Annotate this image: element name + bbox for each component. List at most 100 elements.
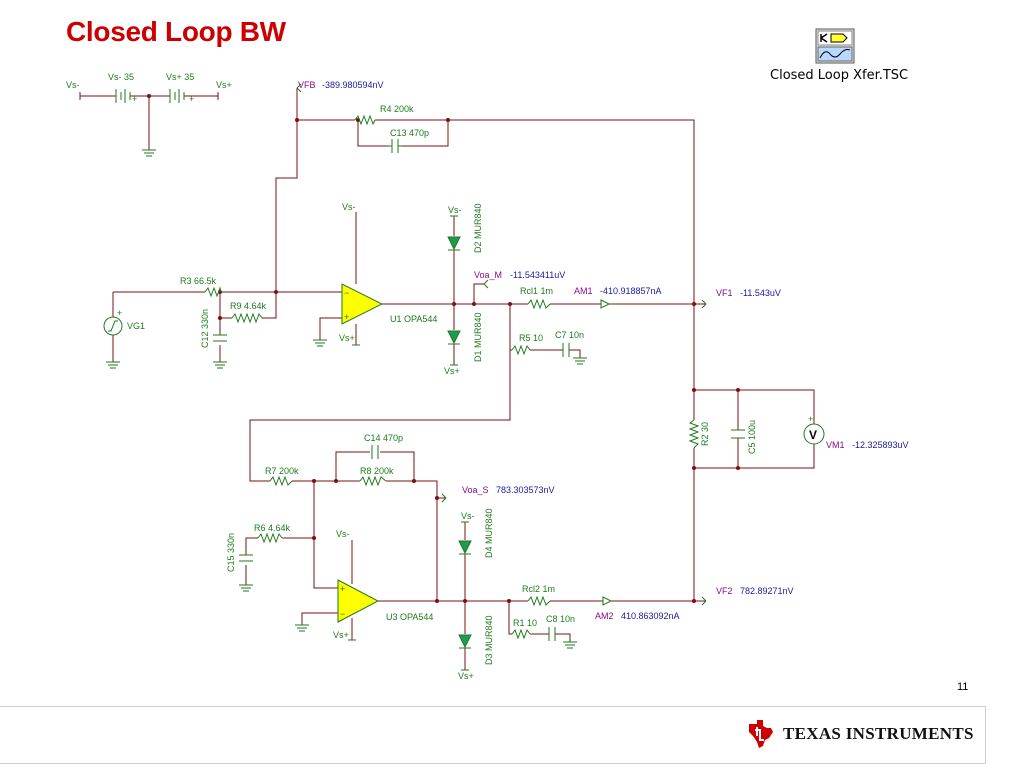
- vg1-source: [103, 316, 123, 336]
- c15-label: C15 330n: [226, 533, 236, 572]
- c8-label: C8 10n: [546, 614, 575, 624]
- voa-s-value: 783.303573nV: [496, 485, 555, 495]
- d3-vs-plus-label: Vs+: [458, 671, 474, 681]
- u1-vs-plus-label: Vs+: [339, 333, 355, 343]
- vs-plus-node-label: Vs+: [216, 80, 232, 90]
- r5-resistor: [511, 344, 531, 356]
- supply-batteries: + +: [79, 89, 219, 157]
- vfb-label: VFB: [298, 80, 316, 90]
- u1-input-wires: [112, 290, 342, 362]
- c7-capacitor: [562, 343, 570, 357]
- r1-resistor: [511, 628, 531, 640]
- u1-opamp: [341, 283, 384, 325]
- r1-label: R1 10: [513, 618, 537, 628]
- r9-resistor: [231, 312, 263, 324]
- footer-bar: [0, 706, 986, 764]
- vm1-label: VM1: [826, 440, 845, 450]
- voa-s-label: Voa_S: [462, 485, 489, 495]
- d1-diode: [447, 330, 461, 345]
- vf2-label: VF2: [716, 586, 733, 596]
- c5-capacitor: [731, 429, 745, 439]
- svg-text:+: +: [132, 94, 137, 104]
- c8-capacitor: [548, 627, 556, 641]
- rcl2-label: Rcl2 1m: [522, 584, 555, 594]
- d2-label: D2 MUR840: [473, 203, 483, 253]
- c13-label: C13 470p: [390, 128, 429, 138]
- load-wires: [692, 388, 815, 600]
- am2-ammeter: [602, 596, 613, 606]
- r6-resistor: [257, 532, 283, 544]
- u3-output-wires: [378, 522, 696, 670]
- r2-label: R2 30: [700, 422, 710, 446]
- r8-label: R8 200k: [360, 466, 394, 476]
- r3-resistor: [204, 286, 222, 298]
- u3-vs-minus-label: Vs-: [336, 529, 350, 539]
- d2-diode: [447, 236, 461, 251]
- rcl1-label: Rcl1 1m: [520, 286, 553, 296]
- d2-vs-minus-label: Vs-: [448, 205, 462, 215]
- r7-resistor: [269, 475, 293, 487]
- rcl1-resistor: [527, 298, 551, 310]
- d1-label: D1 MUR840: [473, 312, 483, 362]
- d4-vs-minus-label: Vs-: [461, 511, 475, 521]
- svg-text:+: +: [340, 584, 345, 594]
- u1-vs-minus-label: Vs-: [342, 202, 356, 212]
- svg-text:−: −: [340, 609, 345, 619]
- vs-plus-battery-label: Vs+ 35: [166, 72, 194, 82]
- svg-text:+: +: [189, 94, 194, 104]
- vfb-value: -389.980594nV: [322, 80, 384, 90]
- vm1-value: -12.325893uV: [852, 440, 909, 450]
- am1-label: AM1: [574, 286, 593, 296]
- c12-label: C12 330n: [200, 309, 210, 348]
- page-number: 11: [957, 681, 969, 693]
- svg-text:−: −: [344, 288, 349, 298]
- voa-m-label: Voa_M: [474, 270, 502, 280]
- u3-opamp: [337, 579, 380, 623]
- am1-ammeter: [600, 299, 611, 309]
- svg-text:+: +: [808, 414, 813, 424]
- r8-resistor: [359, 475, 387, 487]
- d3-label: D3 MUR840: [484, 615, 494, 665]
- r4-label: R4 200k: [380, 104, 414, 114]
- schematic-file-name[interactable]: Closed Loop Xfer.TSC: [770, 68, 909, 83]
- d1-vs-plus-label: Vs+: [444, 366, 460, 376]
- texas-instruments-logo-icon: [749, 720, 773, 748]
- u3-vs-plus-label: Vs+: [333, 630, 349, 640]
- c14-label: C14 470p: [364, 433, 403, 443]
- tina-schematic-file-icon[interactable]: [815, 28, 855, 64]
- u3-label: U3 OPA544: [386, 612, 433, 622]
- am1-value: -410.918857nA: [600, 286, 662, 296]
- vf2-value: 782.89271nV: [740, 586, 794, 596]
- vf1-label: VF1: [716, 288, 733, 298]
- svg-text:+: +: [117, 308, 122, 318]
- r4-resistor: [354, 114, 376, 126]
- u1-label: U1 OPA544: [390, 314, 437, 324]
- c12-capacitor: [213, 334, 227, 342]
- c15-capacitor: [239, 554, 253, 562]
- r6-label: R6 4.64k: [254, 523, 291, 533]
- c7-label: C7 10n: [555, 330, 584, 340]
- vs-minus-node-label: Vs-: [66, 80, 80, 90]
- svg-text:+: +: [344, 312, 349, 322]
- u3-feedback-wires: [245, 451, 446, 625]
- d3-diode: [458, 634, 472, 649]
- r9-label: R9 4.64k: [230, 301, 267, 311]
- c14-capacitor: [371, 445, 379, 459]
- am2-value: 410.863092nA: [621, 611, 680, 621]
- voa-m-value: -11.543411uV: [510, 270, 565, 280]
- am2-label: AM2: [595, 611, 614, 621]
- r3-label: R3 66.5k: [180, 276, 217, 286]
- r2-resistor: [688, 419, 700, 449]
- d4-label: D4 MUR840: [484, 508, 494, 558]
- vg1-label: VG1: [127, 321, 145, 331]
- r7-label: R7 200k: [265, 466, 299, 476]
- vfb-feedback-wires: [275, 88, 695, 305]
- slide-title: Closed Loop BW: [66, 16, 286, 47]
- c5-label: C5 100u: [747, 420, 757, 454]
- rcl2-resistor: [527, 595, 551, 607]
- vs-minus-battery-label: Vs- 35: [108, 72, 134, 82]
- svg-text:V: V: [809, 428, 817, 442]
- vm1-voltmeter: V: [803, 423, 825, 445]
- texas-instruments-wordmark: TEXAS INSTRUMENTS: [783, 724, 974, 743]
- closed-loop-schematic: + + Vs- Vs- 35 Vs+ 35 Vs+ VFB -389.98059…: [66, 72, 909, 681]
